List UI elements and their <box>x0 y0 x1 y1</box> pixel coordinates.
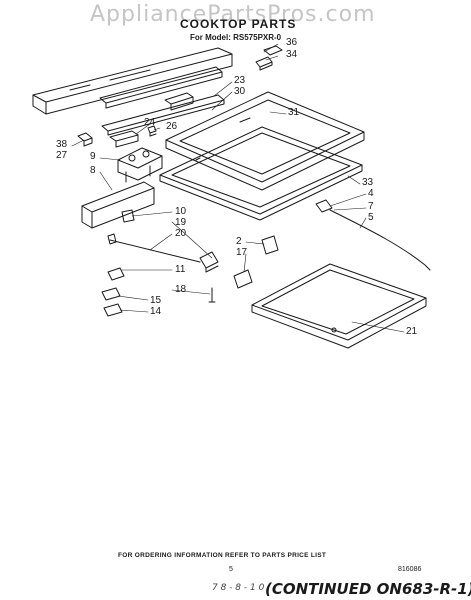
callout-27: 27 <box>56 150 68 161</box>
callout-18: 18 <box>175 284 187 295</box>
part-15-clip <box>102 288 120 300</box>
part-2-switch <box>262 236 278 254</box>
part-10-knob <box>122 210 134 222</box>
callout-7: 7 <box>368 201 374 212</box>
callout-19: 19 <box>175 217 187 228</box>
part-20-rod <box>108 234 200 262</box>
callout-15: 15 <box>150 295 162 306</box>
callout-21: 21 <box>406 326 418 337</box>
part-36-34-brackets <box>256 46 282 70</box>
handwritten-note: 7 8 - 8 - 1 0 <box>212 583 265 593</box>
callout-34: 34 <box>286 49 298 60</box>
part-11-clip <box>108 268 124 280</box>
part-17-bracket <box>234 270 252 288</box>
part-14-clip <box>104 304 122 316</box>
part-38-27-bracket <box>78 133 92 146</box>
callout-10: 10 <box>175 206 187 217</box>
callout-4: 4 <box>368 188 374 199</box>
part-24-switches <box>110 93 193 147</box>
callout-8: 8 <box>90 165 96 176</box>
part-wire-harness <box>316 200 430 270</box>
ordering-note: FOR ORDERING INFORMATION REFER TO PARTS … <box>118 552 327 559</box>
watermark: AppliancePartsPros.com <box>90 2 376 27</box>
part-trim-rails <box>100 67 224 135</box>
callout-30: 30 <box>234 86 246 97</box>
callout-5: 5 <box>368 212 374 223</box>
page-title: COOKTOP PARTS <box>180 17 297 31</box>
part-cooktop-glass <box>160 127 362 220</box>
part-8-bracket <box>82 182 154 228</box>
callout-14: 14 <box>150 306 162 317</box>
part-26-clip <box>148 126 156 136</box>
part-control-panel-bar <box>33 48 232 114</box>
part-cooktop-frame <box>166 92 364 190</box>
callout-9: 9 <box>90 151 96 162</box>
page-number: 5 <box>229 566 233 573</box>
callout-33: 33 <box>362 177 374 188</box>
callout-23: 23 <box>234 75 246 86</box>
part-21-bottom-panel <box>252 264 426 348</box>
callout-2: 2 <box>236 236 242 247</box>
callout-24: 24 <box>144 117 156 128</box>
callout-26: 26 <box>166 121 178 132</box>
drawing-code: 816086 <box>398 566 422 573</box>
callout-11: 11 <box>175 264 186 275</box>
model-line: For Model: RS575PXR-0 <box>190 33 282 42</box>
callout-38: 38 <box>56 139 68 150</box>
leader-lines <box>72 44 404 332</box>
part-18-screw <box>209 288 215 302</box>
callout-17: 17 <box>236 247 248 258</box>
continued-note: (CONTINUED ON683-R-1) <box>265 580 471 598</box>
callout-20: 20 <box>175 228 187 239</box>
callout-36: 36 <box>286 37 298 48</box>
part-9-element-assembly <box>118 148 162 182</box>
callout-31: 31 <box>288 107 300 118</box>
